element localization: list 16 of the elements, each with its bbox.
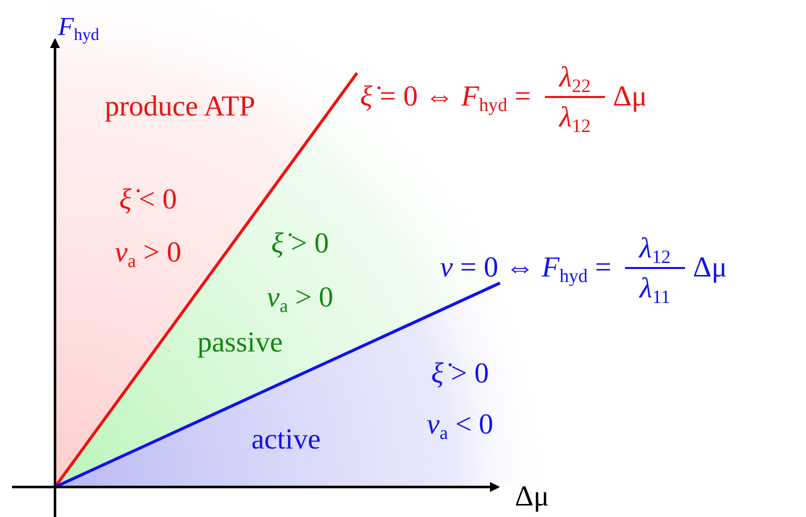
region-label: active	[251, 426, 321, 454]
fraction-denominator: λ$_{12}$	[559, 104, 591, 132]
condition-label: v$_{a}$ > 0	[266, 284, 334, 312]
fraction-denominator: λ$_{11}$	[640, 274, 670, 304]
region-label: passive	[197, 328, 283, 358]
axis-label: Δμ	[514, 482, 550, 512]
region-label: produce ATP	[104, 92, 256, 122]
condition-label: v$_{a}$ > 0	[114, 238, 182, 268]
equation-term: Δμ	[612, 82, 648, 112]
fraction-numerator: λ$_{12}$	[639, 234, 671, 264]
equation-term: Δμ	[692, 254, 728, 282]
condition-label: ξ̇ > 0	[271, 230, 329, 258]
condition-label: ξ̇ < 0	[119, 186, 177, 214]
condition-label: ξ̇ > 0	[431, 360, 489, 388]
condition-label: v$_{a}$ < 0	[426, 410, 494, 440]
fraction-numerator: λ$_{22}$	[559, 64, 591, 92]
